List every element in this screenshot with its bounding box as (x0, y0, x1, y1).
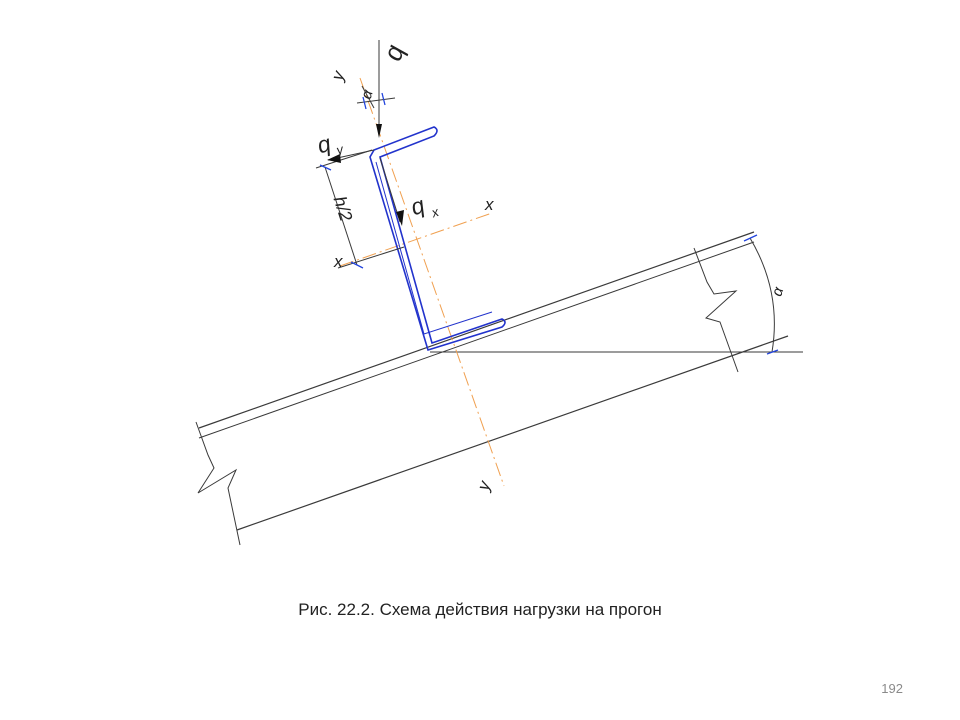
label-axis-y-top: y (327, 67, 348, 83)
beam-top-edge (198, 231, 755, 429)
load-qy-arrowhead (327, 154, 341, 163)
dim-ext-bottom (337, 246, 405, 269)
figure-caption: Рис. 22.2. Схема действия нагрузки на пр… (298, 600, 662, 619)
label-half-height: h/2 (330, 194, 357, 224)
label-axis-y-bottom: y (473, 477, 494, 493)
load-qx-arrowhead (396, 210, 404, 226)
top-dim-tick-left (362, 96, 367, 110)
label-load-q: q (377, 41, 410, 65)
angle-arc (749, 237, 775, 353)
purlin-profile-inner (375, 161, 493, 335)
axis-x-line (339, 212, 493, 267)
dim-tick-bottom (350, 261, 364, 269)
beam-left-break-mark (195, 421, 241, 546)
load-q-arrowhead (376, 124, 382, 138)
angle-tick-top (743, 234, 758, 242)
dim-ext-top (315, 149, 373, 169)
axis-y-line (359, 77, 505, 487)
beam-bottom-edge (236, 335, 789, 531)
svg-text:q: q (314, 130, 333, 158)
svg-text:x: x (429, 204, 441, 221)
label-load-qx: q x (407, 192, 441, 221)
load-qx-arrow-line (379, 157, 401, 223)
top-dim-tick-right (381, 92, 386, 106)
page-number: 192 (881, 681, 903, 696)
dim-line-half-height (324, 166, 358, 266)
dim-tick-top (319, 164, 332, 171)
angle-tick-bottom (766, 349, 779, 355)
top-dim-ext-left (361, 85, 375, 109)
label-axis-x-right: x (484, 195, 494, 214)
top-dim-line (356, 97, 396, 104)
label-angle-right: α (769, 285, 788, 299)
beam-right-break-mark (693, 247, 739, 373)
label-load-qy: q y (314, 130, 347, 158)
purlin-profile-outline (369, 126, 506, 352)
label-axis-x-left: x (333, 252, 343, 271)
label-top-angle: α (358, 87, 377, 101)
beam-top-inner-edge (198, 241, 755, 439)
svg-text:y: y (334, 141, 347, 158)
svg-text:q: q (407, 192, 427, 221)
